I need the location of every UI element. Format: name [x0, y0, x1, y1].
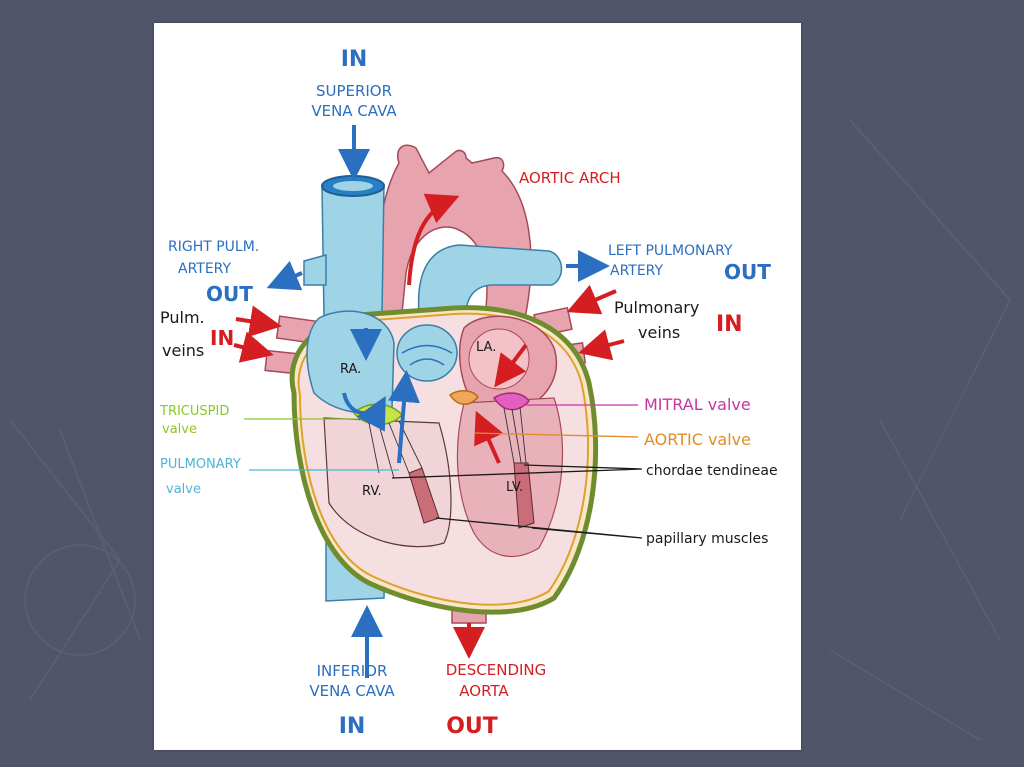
arrow-pulm-vein-r1: [566, 284, 617, 315]
la-label: LA.: [476, 340, 496, 355]
chordae-lines: [368, 406, 527, 479]
ivc-label-1: INFERIOR: [317, 662, 388, 680]
pulm-veins-left-in-label: IN: [210, 326, 234, 350]
tricuspid-label-1: TRICUSPID: [159, 404, 229, 419]
pulmonary-trunk: [417, 244, 563, 324]
arrow-pulm-vein-l2: [233, 331, 274, 363]
chordae-label: chordae tendineae: [646, 463, 778, 479]
lpa-label-1: LEFT PULMONARY: [608, 243, 733, 259]
leader-aortic-valve: [473, 432, 639, 438]
rpa-label-1: RIGHT PULM.: [168, 239, 259, 255]
arrow-lv-up: [474, 410, 504, 464]
svc-label-1: SUPERIOR: [316, 82, 392, 100]
aortic-valve-label: AORTIC valve: [644, 430, 751, 449]
lv-label: LV.: [506, 480, 523, 495]
arrow-pulm-vein-l1: [235, 305, 282, 338]
arrow-pulm-vein-r2: [578, 329, 625, 361]
arrow-rpa-out: [266, 260, 303, 291]
aortic-valve: [448, 390, 479, 405]
arrow-aortic-up: [407, 193, 460, 286]
papillary-label: papillary muscles: [646, 531, 768, 547]
pulm-veins-right-in-label: IN: [716, 312, 743, 337]
descending-aorta-out-label: OUT: [446, 714, 498, 739]
arrow-ra-curve: [342, 392, 386, 432]
lpa-label-2: ARTERY: [610, 263, 664, 279]
ivc-in-label: IN: [339, 714, 366, 739]
rpa-out-label: OUT: [206, 282, 253, 306]
descending-aorta-label-2: AORTA: [459, 682, 509, 700]
arrow-la-down: [494, 343, 528, 388]
ivc-label-2: VENA CAVA: [309, 682, 395, 700]
right-ventricle: [323, 417, 452, 548]
mitral-valve: [492, 392, 530, 411]
leader-papillary: [435, 517, 643, 539]
descending-aorta-label-1: DESCENDING: [446, 661, 547, 679]
pulm-veins-right-label-2: veins: [638, 323, 680, 342]
mitral-label: MITRAL valve: [644, 395, 751, 414]
superior-vena-cava: [321, 184, 385, 319]
heart-diagram: IN SUPERIOR VENA CAVA AORTIC ARCH RIGHT …: [159, 47, 778, 739]
aortic-arch-label: AORTIC ARCH: [519, 169, 621, 187]
papillary-muscle-left: [513, 462, 535, 529]
svc-label-2: VENA CAVA: [311, 102, 397, 120]
svc-in-label: IN: [341, 47, 368, 72]
pulmonary-valve-label-2: valve: [166, 482, 201, 497]
pulmonary-valve-bulb: [396, 324, 458, 382]
arrow-rv-up: [388, 370, 420, 464]
pulm-veins-left-label-1: Pulm.: [160, 308, 205, 327]
rv-label: RV.: [362, 484, 382, 499]
lpa-out-label: OUT: [724, 260, 771, 284]
heart-diagram-sheet: IN SUPERIOR VENA CAVA AORTIC ARCH RIGHT …: [154, 23, 801, 750]
ra-label: RA.: [340, 362, 361, 377]
pulm-veins-right-label-1: Pulmonary: [614, 298, 699, 317]
rpa-label-2: ARTERY: [178, 261, 232, 277]
right-pulmonary-artery: [303, 254, 327, 286]
labels: IN SUPERIOR VENA CAVA AORTIC ARCH RIGHT …: [159, 47, 778, 739]
tricuspid-label-2: valve: [162, 422, 197, 437]
leader-chordae: [391, 464, 643, 479]
pulmonary-valve-label-1: PULMONARY: [160, 457, 241, 472]
pulm-veins-left-label-2: veins: [162, 341, 204, 360]
left-ventricle: [456, 397, 564, 557]
